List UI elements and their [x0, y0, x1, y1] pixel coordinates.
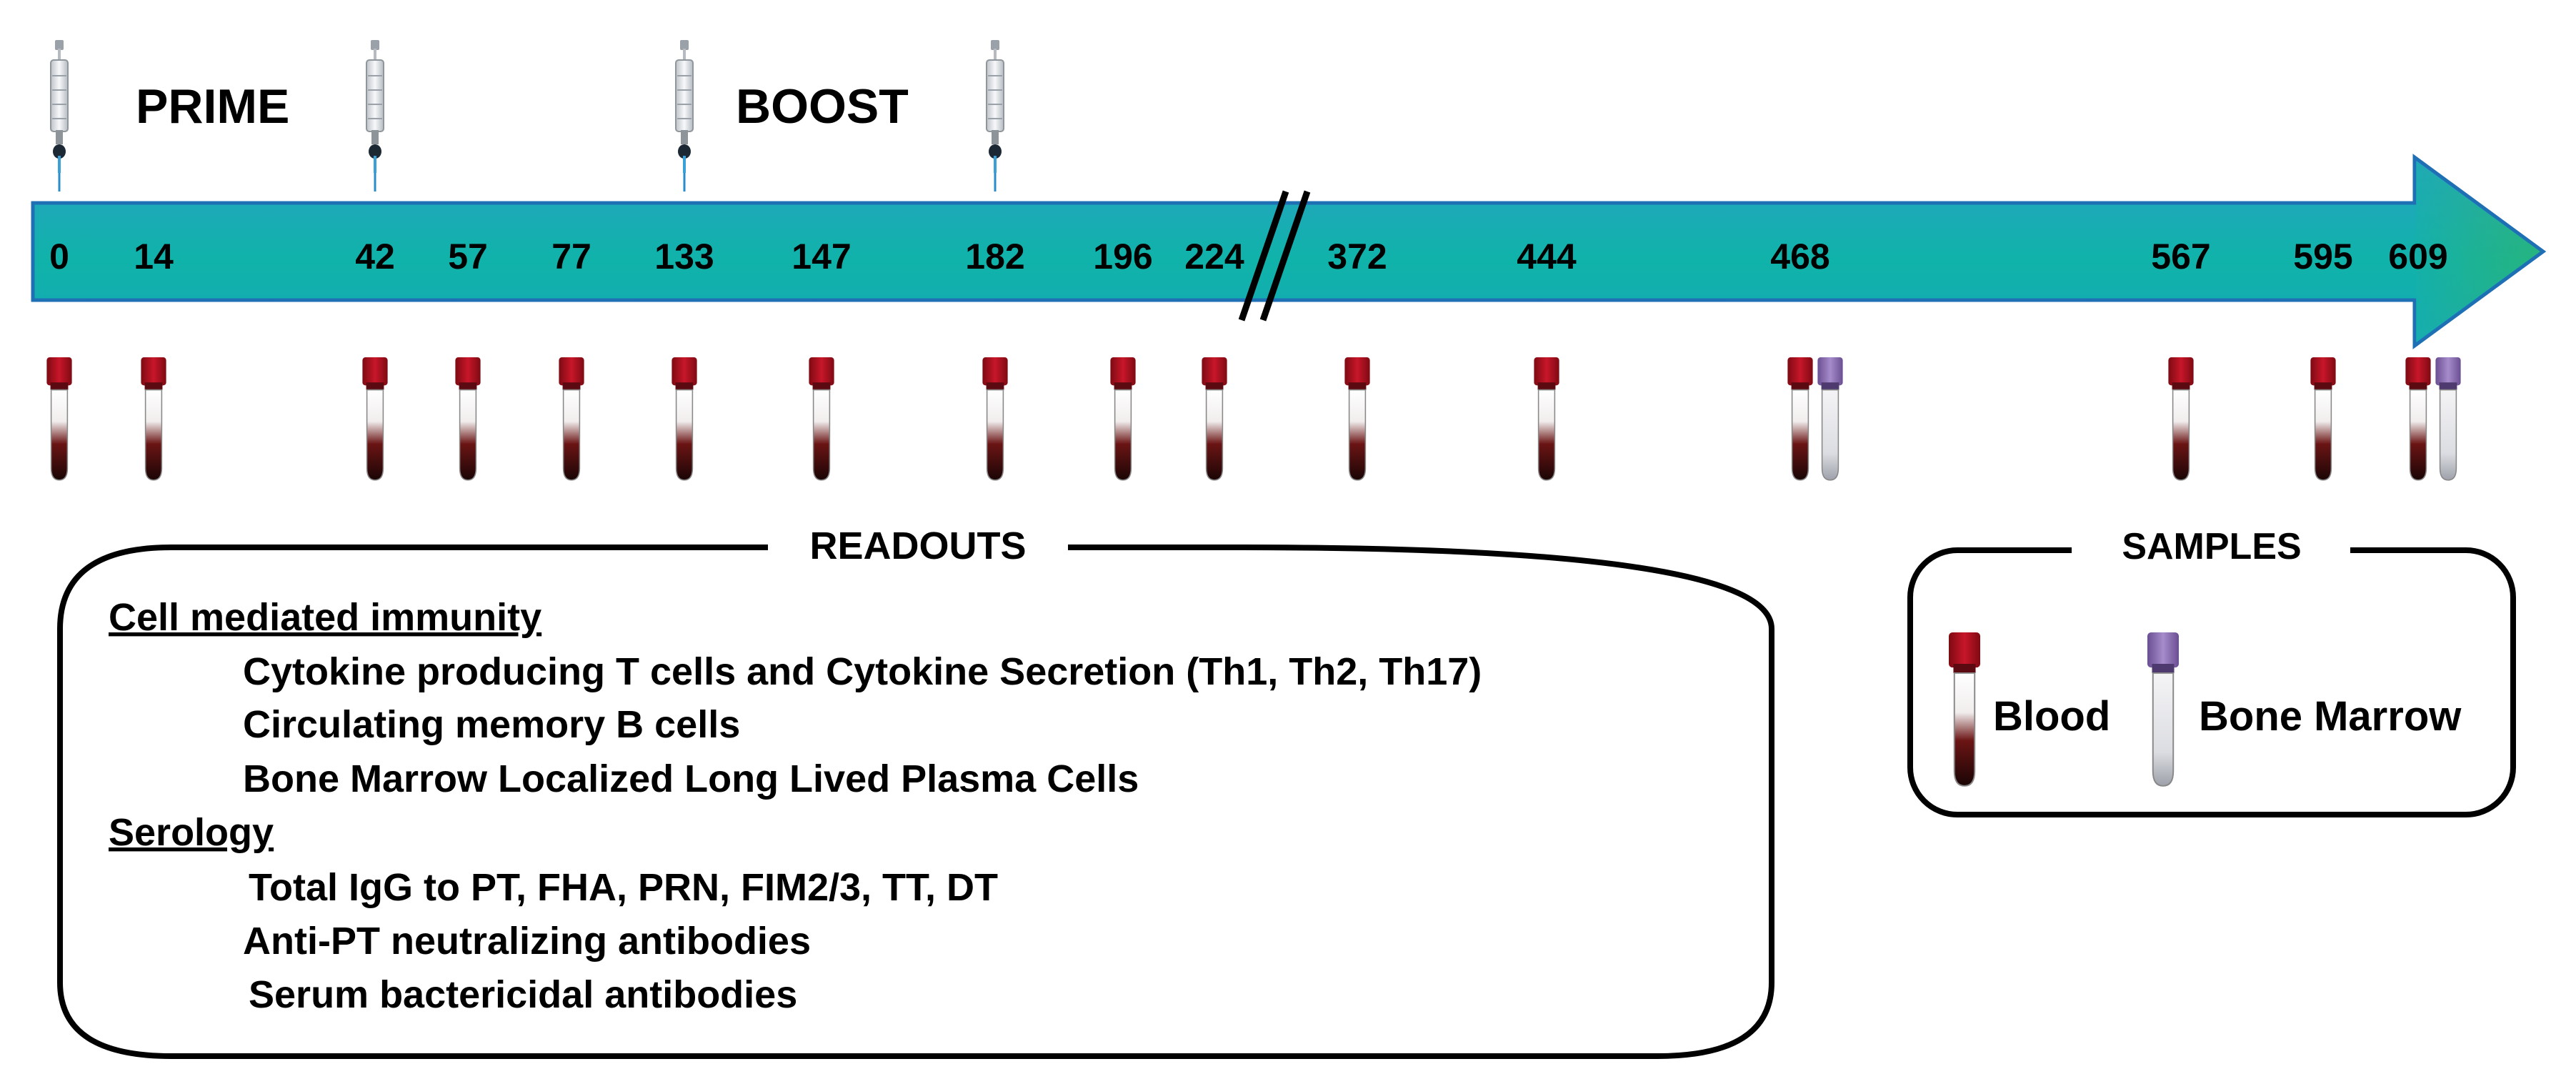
blood-tube-icon [1947, 632, 1982, 787]
day-label-42: 42 [355, 237, 395, 277]
blood-tube-icon [2167, 357, 2195, 481]
blood-tube-icon [1533, 357, 1560, 481]
blood-tube-icon [361, 357, 389, 481]
blood-tube-icon [558, 357, 585, 481]
blood-tube-icon [454, 357, 481, 481]
day-labels: 0 14 42 57 77 133 147 182 196 224 372 444 468 567 595 6… [49, 237, 2448, 277]
syringe-icon [49, 40, 69, 193]
day-label-224: 224 [1184, 237, 1244, 277]
prime-label: PRIME [136, 79, 289, 134]
readouts-section-heading: Cell mediated immunity [109, 596, 541, 639]
blood-tube-icon [1109, 357, 1137, 481]
bone-marrow-tube-icon [1817, 357, 1844, 481]
day-label-609: 609 [2388, 237, 2447, 277]
readouts-item: Circulating memory B cells [243, 703, 740, 746]
day-label-133: 133 [654, 237, 714, 277]
day-label-57: 57 [448, 237, 488, 277]
readouts-item: Serum bactericidal antibodies [249, 973, 797, 1016]
bone-marrow-tube-icon [2435, 357, 2462, 481]
readouts-item: Anti-PT neutralizing antibodies [243, 920, 811, 963]
day-label-567: 567 [2151, 237, 2210, 277]
bone-marrow-tube-icon [2146, 632, 2180, 787]
blood-tube-icon [2405, 357, 2432, 481]
readouts-title: READOUTS [809, 524, 1026, 567]
day-label-182: 182 [965, 237, 1024, 277]
day-label-147: 147 [792, 237, 851, 277]
axis-break-icon [1238, 190, 1311, 322]
blood-tube-icon [1201, 357, 1228, 481]
blood-tube-icon [808, 357, 835, 481]
day-label-372: 372 [1327, 237, 1387, 277]
boost-label: BOOST [736, 79, 909, 134]
syringe-icon [365, 40, 385, 193]
samples-title: SAMPLES [2122, 526, 2301, 567]
readouts-item: Bone Marrow Localized Long Lived Plasma … [243, 757, 1139, 800]
sample-label-bone-marrow: Bone Marrow [2199, 693, 2462, 740]
readouts-item: Total IgG to PT, FHA, PRN, FIM2/3, TT, D… [249, 866, 998, 909]
syringe-icon [985, 40, 1005, 193]
blood-tube-icon [140, 357, 167, 481]
blood-tube-icon [982, 357, 1009, 481]
day-label-595: 595 [2293, 237, 2352, 277]
day-label-468: 468 [1770, 237, 1829, 277]
syringe-icon [674, 40, 694, 193]
day-label-14: 14 [134, 237, 174, 277]
sample-tubes [46, 357, 2462, 481]
day-label-444: 444 [1517, 237, 1577, 277]
readouts-item: Cytokine producing T cells and Cytokine … [243, 650, 1482, 693]
blood-tube-icon [1344, 357, 1371, 481]
blood-tube-icon [1787, 357, 1814, 481]
blood-tube-icon [46, 357, 73, 481]
blood-tube-icon [2310, 357, 2337, 481]
sample-label-blood: Blood [1993, 693, 2110, 740]
readouts-panel: READOUTS Cell mediated immunity Cytokine… [57, 524, 1774, 1059]
readouts-section-heading: Serology [109, 811, 274, 854]
day-label-0: 0 [49, 237, 69, 277]
blood-tube-icon [671, 357, 698, 481]
day-label-196: 196 [1093, 237, 1152, 277]
samples-panel: SAMPLES Blood Bone Marrow [1907, 525, 2516, 817]
day-label-77: 77 [551, 237, 591, 277]
